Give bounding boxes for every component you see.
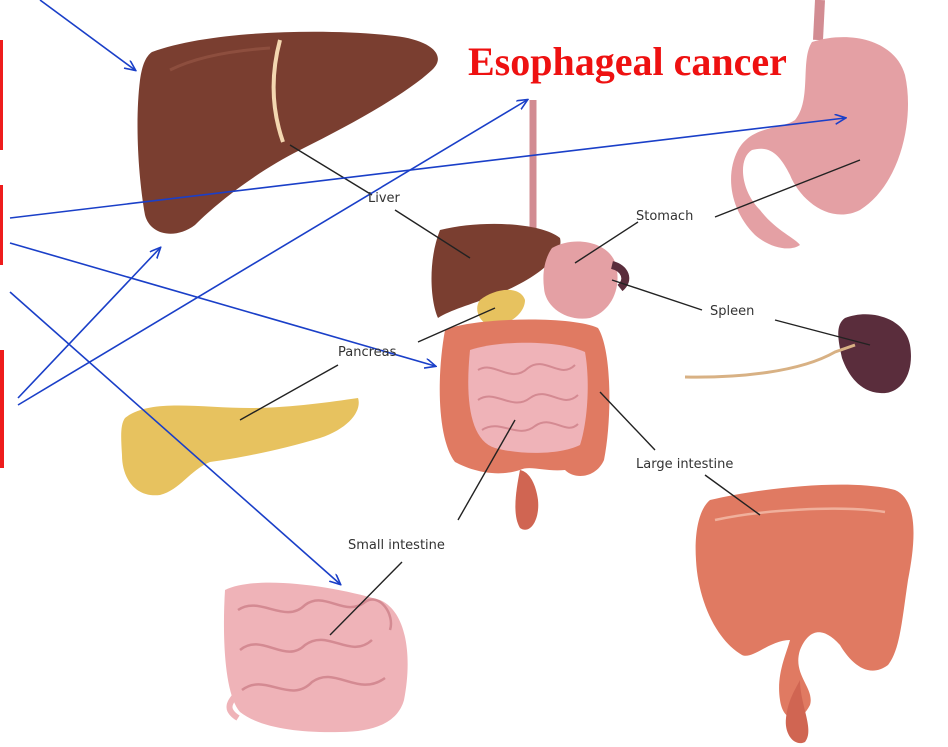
large-intestine-icon <box>696 485 914 744</box>
label-spleen: Spleen <box>710 304 754 319</box>
arrow-icon <box>18 248 160 398</box>
diagram-title: Esophageal cancer <box>468 38 787 85</box>
pancreas-icon <box>121 398 359 495</box>
label-large-intestine: Large intestine <box>636 457 733 472</box>
arrows <box>10 0 845 584</box>
leader-liver-big <box>290 145 372 195</box>
leader-spleen-central <box>612 280 702 310</box>
label-stomach: Stomach <box>636 209 693 224</box>
arrow-icon <box>10 118 845 218</box>
arrow-icon <box>40 0 135 70</box>
label-liver: Liver <box>368 191 400 206</box>
label-pancreas: Pancreas <box>338 345 396 360</box>
small-intestine-icon <box>224 583 408 733</box>
label-small-intestine: Small intestine <box>348 538 445 553</box>
